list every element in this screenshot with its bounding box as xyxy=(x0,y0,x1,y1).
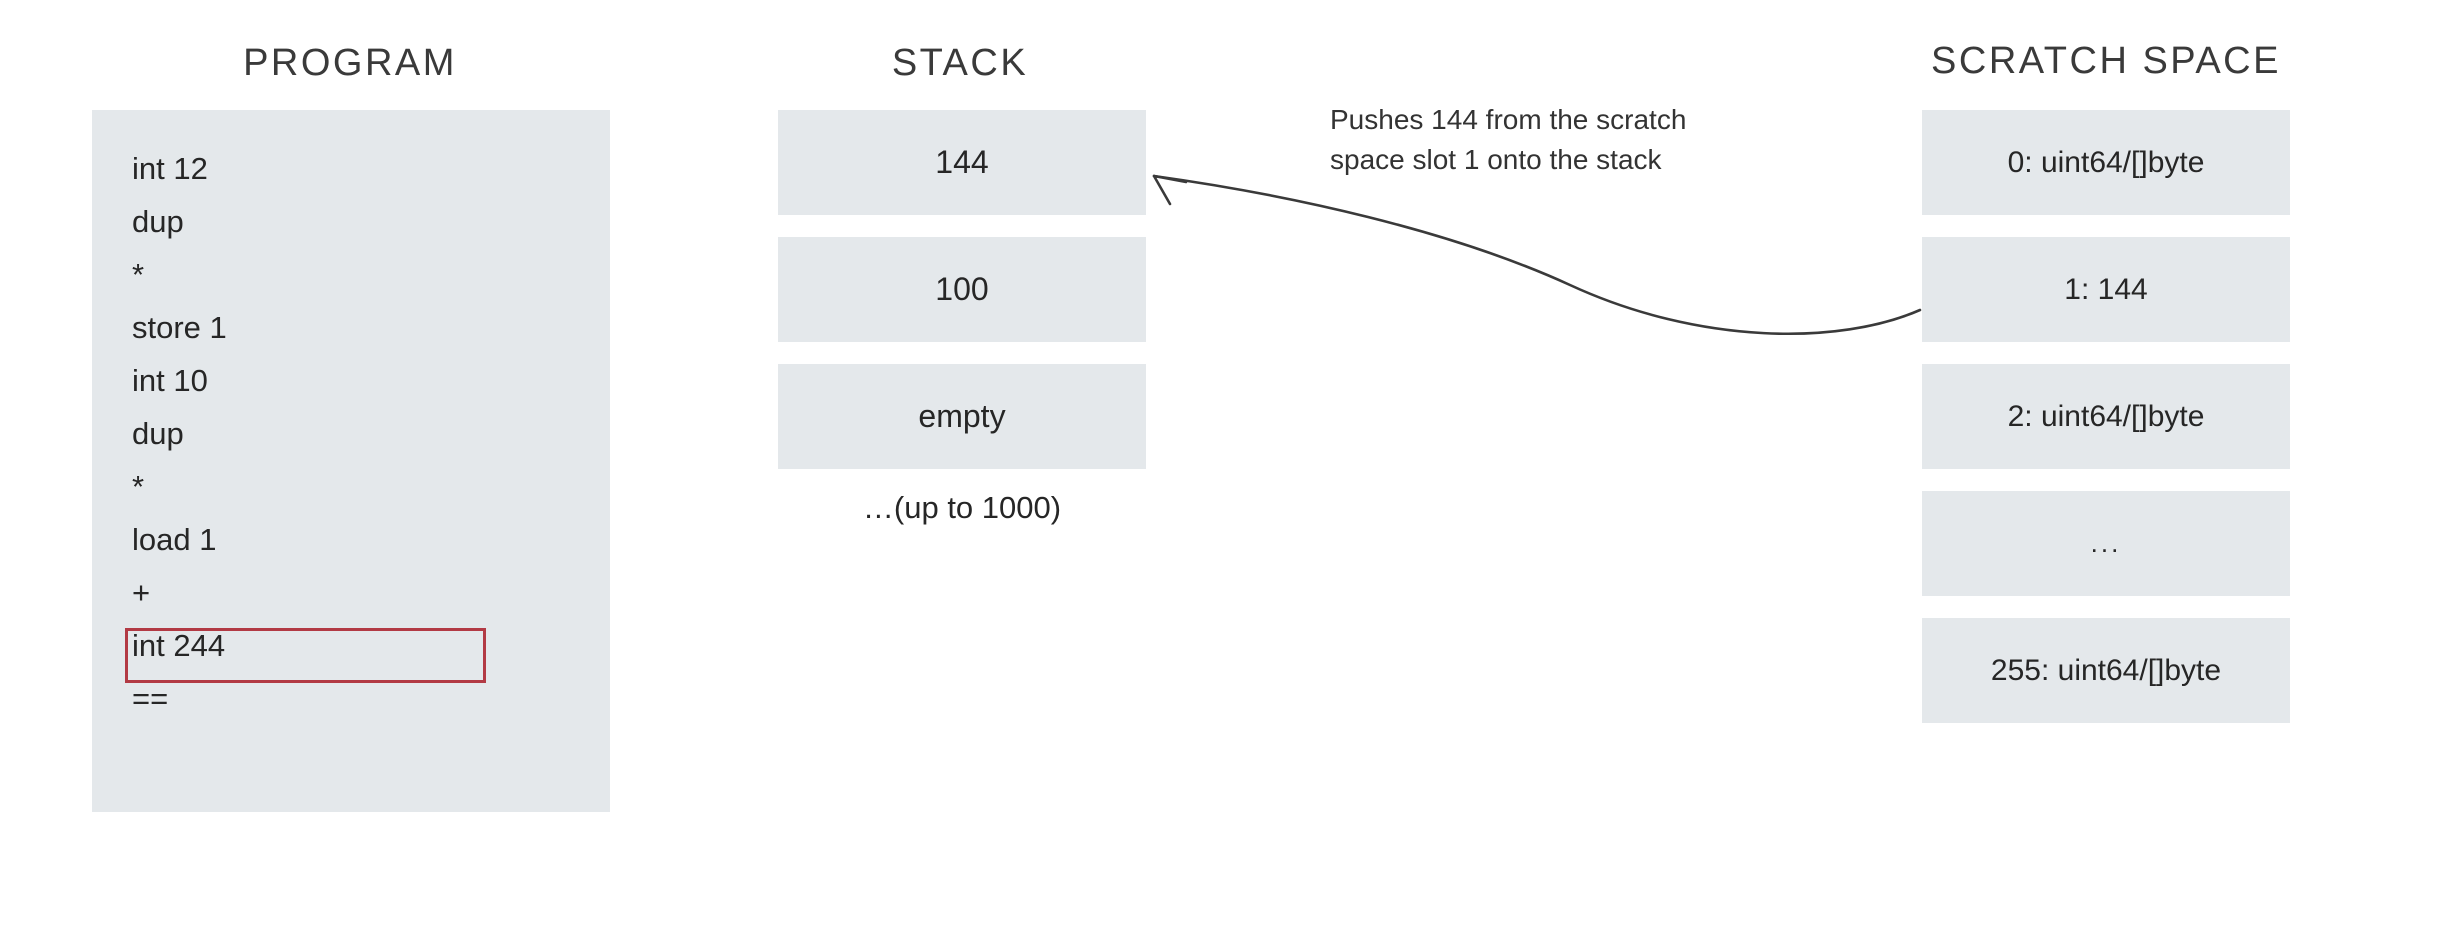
stack-cell-list: 144 100 empty xyxy=(778,110,1146,491)
program-instruction: int 244 xyxy=(132,628,226,663)
stack-cell: 144 xyxy=(778,110,1146,215)
stack-cell: empty xyxy=(778,364,1146,469)
stack-cell: 100 xyxy=(778,237,1146,342)
scratch-slot: 1: 144 xyxy=(1922,237,2290,342)
scratch-space-column-header: SCRATCH SPACE xyxy=(1931,40,2281,82)
stack-overflow-note: …(up to 1000) xyxy=(862,490,1062,525)
program-instruction: int 10 xyxy=(132,363,208,398)
annotation-line-1: Pushes 144 from the scratch xyxy=(1330,104,1687,135)
program-instruction: * xyxy=(132,469,145,504)
program-column-header: PROGRAM xyxy=(243,42,457,84)
scratch-slot-list: 0: uint64/[]byte 1: 144 2: uint64/[]byte… xyxy=(1922,110,2290,745)
program-instruction: dup xyxy=(132,416,184,451)
program-instruction: store 1 xyxy=(132,310,227,345)
program-instruction: == xyxy=(132,681,169,716)
program-instruction-highlighted: load 1 xyxy=(132,522,217,557)
program-panel: int 12 dup * store 1 int 10 dup * load 1… xyxy=(92,110,610,812)
program-instruction: int 12 xyxy=(132,151,208,186)
annotation-line-2: space slot 1 onto the stack xyxy=(1330,144,1662,175)
scratch-slot: 255: uint64/[]byte xyxy=(1922,618,2290,723)
annotation-text: Pushes 144 from the scratch space slot 1… xyxy=(1330,100,1790,180)
stack-column-header: STACK xyxy=(891,42,1029,84)
scratch-slot-ellipsis: ... xyxy=(1922,491,2290,596)
program-instruction: * xyxy=(132,257,145,292)
scratch-slot: 2: uint64/[]byte xyxy=(1922,364,2290,469)
program-instruction: dup xyxy=(132,204,184,239)
program-instruction: + xyxy=(132,575,151,610)
scratch-to-stack-arrow xyxy=(1152,174,1922,336)
program-instruction-list: int 12 dup * store 1 int 10 dup * load 1… xyxy=(132,142,598,725)
scratch-slot: 0: uint64/[]byte xyxy=(1922,110,2290,215)
